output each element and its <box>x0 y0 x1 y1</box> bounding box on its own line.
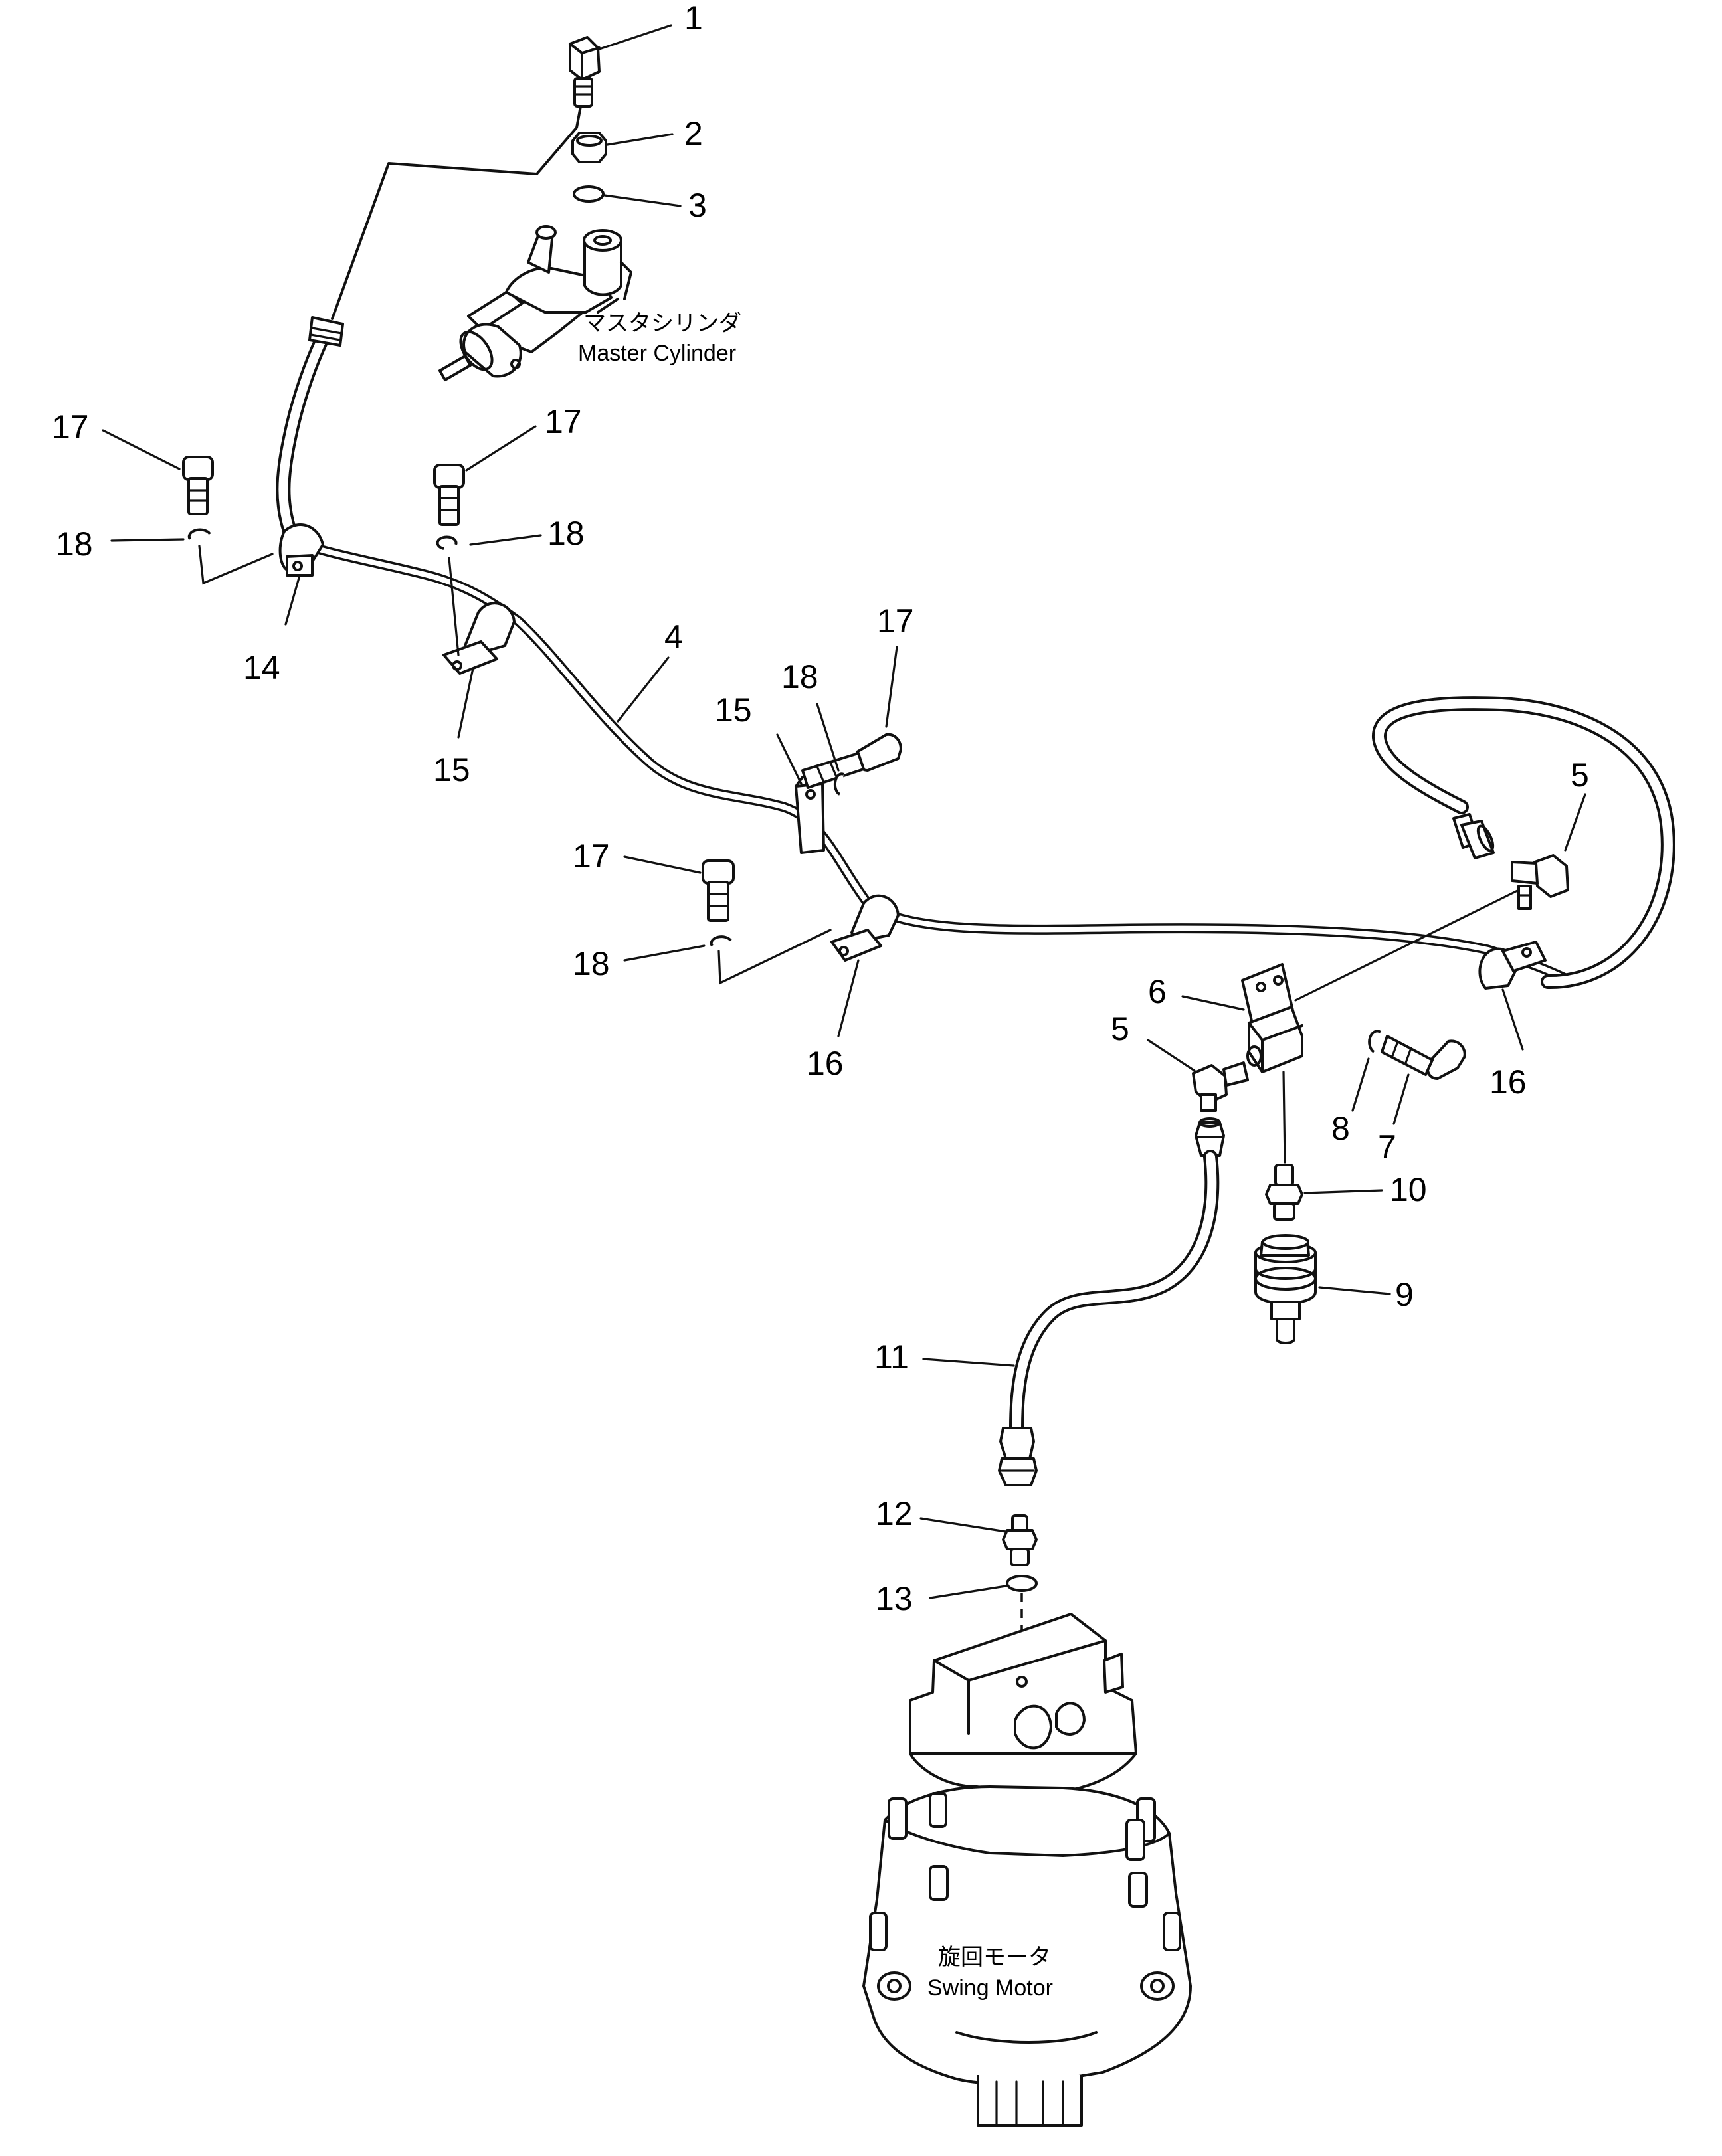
leader-2 <box>606 133 674 146</box>
callout-6: 6 <box>1148 973 1167 1010</box>
callout-12: 12 <box>876 1495 913 1532</box>
callout-3: 3 <box>688 187 707 224</box>
callout-5-right: 5 <box>1571 757 1589 794</box>
leader-16-middle <box>837 959 860 1037</box>
callout-8: 8 <box>1331 1110 1350 1147</box>
leader-17-c <box>885 646 898 728</box>
part-1-elbow-fitting <box>569 36 601 108</box>
leader-14 <box>284 577 300 626</box>
leader-15-middle <box>776 733 803 785</box>
part-16-clamp-right <box>1478 941 1547 990</box>
leader-6-down <box>1282 1071 1286 1164</box>
callout-1: 1 <box>684 0 703 37</box>
callout-17-b: 17 <box>545 403 582 440</box>
part-10-adapter <box>1265 1164 1303 1221</box>
leader-10 <box>1303 1189 1383 1194</box>
leader-6 <box>1181 995 1245 1011</box>
swing-motor-label-en: Swing Motor <box>927 1975 1053 2001</box>
leader-dash-b <box>448 557 460 656</box>
callout-13: 13 <box>876 1580 913 1617</box>
part-18-washer-b <box>436 535 458 550</box>
callout-18-d: 18 <box>573 945 610 982</box>
leader-12 <box>919 1517 1007 1533</box>
part-15-clamp-left <box>442 602 516 675</box>
part-13-o-ring <box>1006 1575 1038 1592</box>
leader-4 <box>617 656 670 723</box>
callout-18-a: 18 <box>56 525 93 563</box>
leader-3 <box>603 194 682 207</box>
leader-hose-top <box>331 105 582 320</box>
leader-15-left <box>457 667 474 739</box>
part-8-washer <box>1368 1030 1382 1053</box>
callout-18-c: 18 <box>781 658 818 695</box>
master-cylinder-label-en: Master Cylinder <box>578 341 736 366</box>
part-5-elbow-left <box>1192 1061 1249 1112</box>
leader-dash-d <box>718 929 832 985</box>
callout-14: 14 <box>243 649 280 686</box>
leader-18-a <box>110 538 185 542</box>
callout-2: 2 <box>684 115 703 152</box>
leader-dash-a <box>198 545 274 585</box>
swing-motor <box>862 1613 1192 2127</box>
leader-18-d <box>623 944 706 962</box>
callout-9: 9 <box>1395 1276 1414 1313</box>
leader-17-b <box>465 425 537 472</box>
part-14-clamp <box>278 523 324 577</box>
upper-hose-segment <box>276 316 344 545</box>
callout-4: 4 <box>664 618 683 656</box>
leader-8 <box>1351 1057 1370 1112</box>
right-hose-loop <box>1372 696 1675 990</box>
part-17-bolt-c <box>801 733 902 789</box>
part-7-bolt <box>1381 1035 1466 1080</box>
part-17-bolt-b <box>433 464 465 526</box>
part-3-o-ring <box>573 185 605 203</box>
leader-16-right <box>1501 988 1524 1051</box>
part-17-bolt-a <box>182 456 214 515</box>
part-18-washer-d <box>710 935 732 947</box>
leader-11 <box>922 1358 1015 1367</box>
part-16-clamp-middle <box>830 894 900 962</box>
callout-17-c: 17 <box>877 602 914 640</box>
leader-5-left <box>1147 1039 1196 1072</box>
swing-motor-label-jp: 旋回モータ <box>938 1944 1051 1971</box>
leader-1 <box>598 24 672 50</box>
part-6-block <box>1241 963 1303 1073</box>
part-2-nut <box>571 132 607 163</box>
leader-9 <box>1318 1286 1391 1295</box>
callout-18-b: 18 <box>547 515 585 552</box>
callout-17-d: 17 <box>573 838 610 875</box>
part-18-washer-c <box>833 772 844 796</box>
part-17-bolt-d <box>702 859 735 922</box>
callout-11: 11 <box>874 1338 909 1376</box>
leader-5-right <box>1564 793 1586 852</box>
leader-17-d <box>623 855 702 874</box>
part-11-hose <box>998 1117 1225 1486</box>
leader-link-5-6 <box>1294 889 1520 1002</box>
part-12-adapter <box>1002 1514 1038 1566</box>
callout-16-middle: 16 <box>807 1045 844 1082</box>
callout-15-left: 15 <box>433 751 470 788</box>
master-cylinder-label-jp: マスタシリンダ <box>583 310 741 337</box>
callout-5-left: 5 <box>1111 1010 1129 1047</box>
part-4-pipe <box>287 533 1573 985</box>
part-5-elbow-right <box>1511 854 1569 910</box>
callout-7: 7 <box>1378 1128 1396 1166</box>
callout-10: 10 <box>1390 1171 1427 1208</box>
part-18-washer-a <box>187 528 211 541</box>
leader-17-a <box>102 429 181 470</box>
leader-13 <box>929 1585 1007 1599</box>
part-9-pressure-switch <box>1254 1234 1317 1344</box>
leader-18-b <box>469 534 542 546</box>
callout-15-middle: 15 <box>715 691 752 729</box>
callout-16-right: 16 <box>1489 1063 1527 1101</box>
leader-7 <box>1392 1073 1410 1125</box>
master-cylinder <box>438 225 632 381</box>
leader-18-c <box>816 703 840 772</box>
callout-17-a: 17 <box>52 408 89 446</box>
